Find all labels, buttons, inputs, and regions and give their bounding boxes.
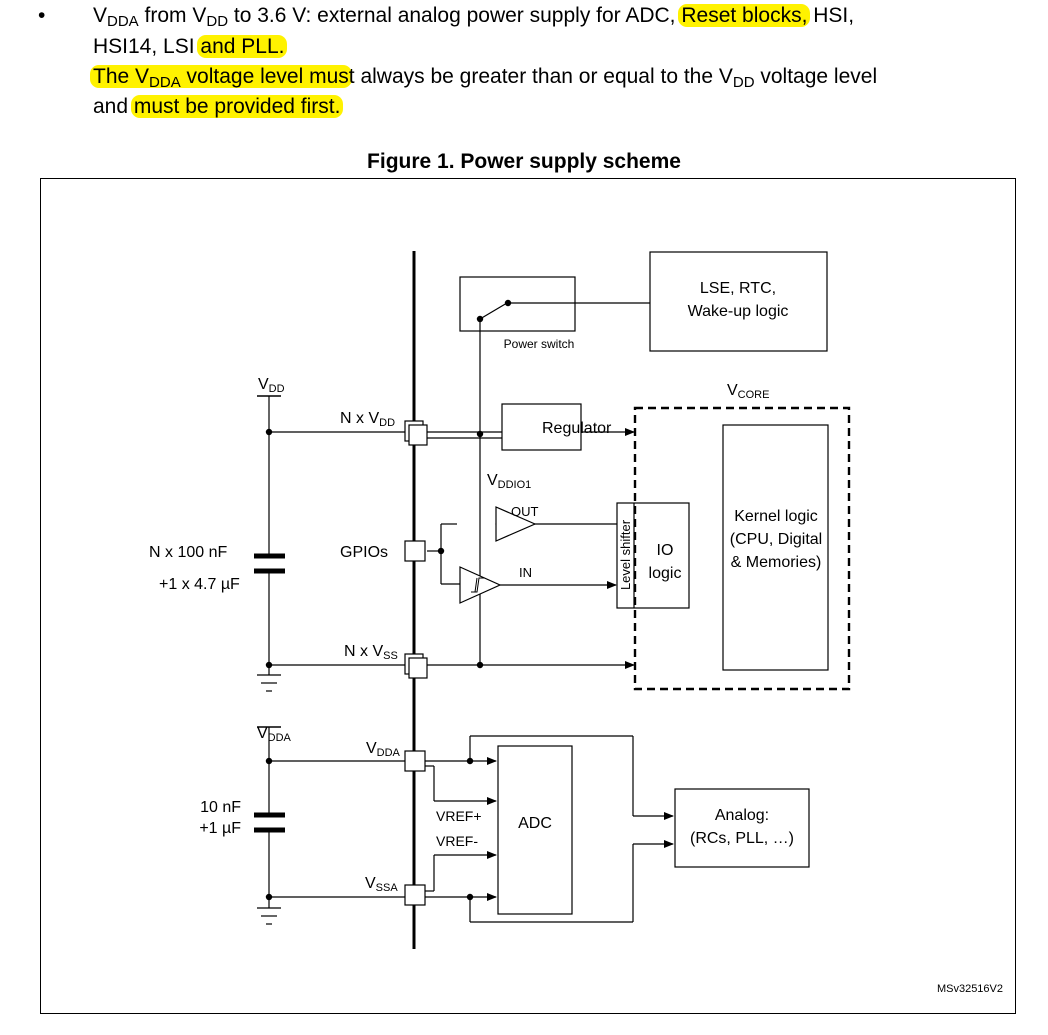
vdd-label: VDD	[258, 376, 285, 395]
nxvdd-label: N x VDD	[340, 410, 395, 429]
vssa-label: VSSA	[365, 875, 398, 894]
analog-box	[674, 788, 810, 868]
bullet-line-4: and must be provided first.	[93, 93, 344, 121]
subscript: DD	[732, 74, 755, 91]
vref-plus-label: VREF+	[436, 808, 482, 824]
text-segment: HSI,	[807, 4, 855, 27]
cap2-label-1: 10 nF	[200, 799, 241, 816]
lse-label-2: Wake-up logic	[688, 303, 789, 320]
text-segment: to 3.6 V: external analog power supply f…	[228, 4, 682, 27]
regulator-label: Regulator	[542, 420, 612, 437]
cap1-label-1: N x 100 nF	[149, 544, 227, 561]
cap2-label-2: +1 µF	[199, 820, 241, 837]
text-segment: The V	[93, 65, 150, 88]
analog-label-1: Analog:	[715, 807, 769, 824]
vcore-domain-box	[633, 406, 851, 691]
vref-minus-label: VREF-	[436, 833, 478, 849]
kernel-label-2: (CPU, Digital	[730, 531, 822, 548]
highlight-vdda-voltage: The VDDA voltage level mus	[90, 65, 352, 91]
highlight-and-pll: and PLL.	[197, 35, 288, 58]
vdda-label: VDDA	[257, 725, 292, 744]
bullet-line-1: VDDA from VDD to 3.6 V: external analog …	[93, 2, 854, 30]
subscript: DDA	[149, 74, 181, 91]
io-logic-box	[616, 502, 690, 609]
io-label-1: IO	[657, 542, 674, 559]
kernel-label-1: Kernel logic	[734, 508, 818, 525]
adc-box	[497, 745, 573, 915]
bullet-marker: •	[38, 4, 46, 27]
level-shifter-label: Level shifter	[618, 519, 633, 590]
vdda-pin-label: VDDA	[366, 740, 401, 759]
vcore-label: VCORE	[727, 382, 769, 401]
bullet-line-3: The VDDA voltage level must always be gr…	[90, 63, 878, 91]
power-switch-label: Power switch	[504, 337, 575, 351]
adc-label: ADC	[518, 815, 552, 832]
lse-label-1: LSE, RTC,	[700, 280, 776, 297]
figure-title: Figure 1. Power supply scheme	[367, 150, 681, 173]
text-segment: t always be greater than or equal to the…	[348, 65, 733, 88]
kernel-label-3: & Memories)	[731, 554, 822, 571]
gpios-label: GPIOs	[340, 544, 388, 561]
kernel-logic-box	[722, 424, 829, 671]
regulator-box	[501, 403, 582, 451]
text-segment: HSI14, LSI	[93, 35, 201, 58]
lse-rtc-box	[649, 251, 828, 352]
figure-frame: LSE, RTC, Wake-up logic Power switch VCO…	[40, 178, 1016, 1014]
text-segment: and	[93, 95, 134, 118]
highlight-provided-first: must be provided first.	[130, 95, 344, 118]
analog-label-2: (RCs, PLL, …)	[690, 830, 794, 847]
subscript: DDA	[107, 13, 139, 30]
subscript: DD	[206, 13, 229, 30]
vddio1-label: VDDIO1	[487, 472, 531, 491]
out-label: OUT	[511, 504, 539, 519]
io-label-2: logic	[649, 565, 682, 582]
text-segment: from V	[138, 4, 207, 27]
power-supply-diagram: LSE, RTC, Wake-up logic Power switch VCO…	[149, 251, 1003, 995]
text-segment: voltage level mus	[180, 65, 349, 88]
nxvss-label: N x VSS	[344, 643, 398, 662]
cap1-label-2: +1 x 4.7 µF	[159, 576, 240, 593]
text-segment: voltage level	[754, 65, 878, 88]
in-label: IN	[519, 565, 532, 580]
power-switch-box	[459, 276, 576, 332]
bullet-paragraph: • VDDA from VDD to 3.6 V: external analo…	[0, 0, 1048, 130]
bullet-line-2: HSI14, LSI and PLL.	[93, 33, 288, 61]
text-segment: V	[93, 4, 108, 27]
figure-id-code: MSv32516V2	[937, 983, 1003, 995]
highlight-reset-blocks: Reset blocks,	[678, 4, 811, 27]
